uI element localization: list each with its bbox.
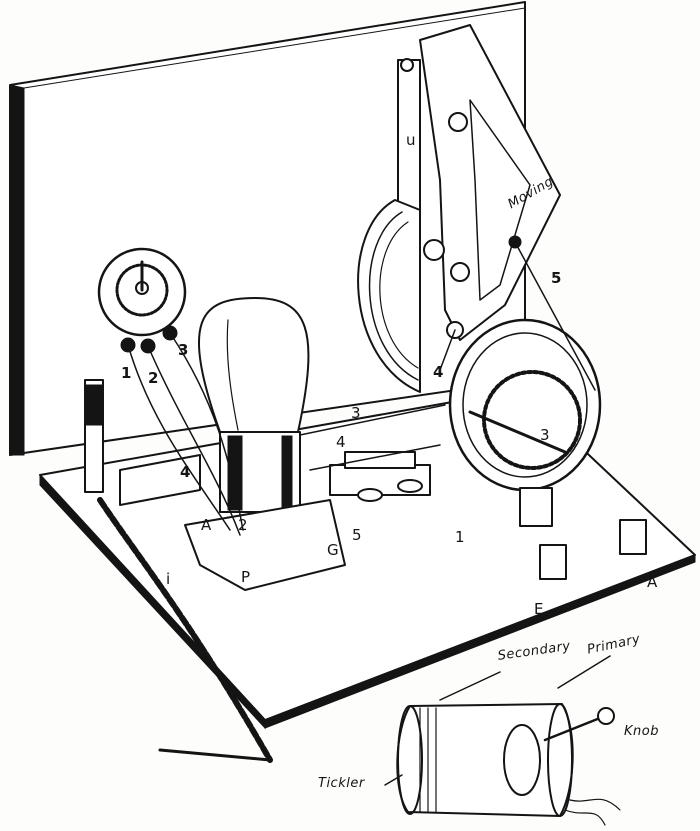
label-lead-4-mid: 4 [433, 363, 444, 381]
label-knob: Knob [624, 724, 659, 739]
label-socket-P: P [241, 568, 251, 586]
label-wire-3: 3 [351, 404, 361, 422]
label-socket-A: A [201, 516, 212, 534]
label-coil-3: 3 [540, 426, 550, 444]
label-lead-4-left: 4 [180, 463, 191, 481]
label-socket-5: 5 [352, 526, 362, 544]
label-condenser-u: u [406, 131, 416, 149]
label-terminal-2: 2 [148, 369, 159, 387]
label-base-1: 1 [455, 528, 465, 546]
vacuum-tube [184, 297, 346, 591]
label-terminal-A: A [647, 573, 658, 591]
label-terminal-3: 3 [178, 341, 189, 359]
binding-posts [84, 379, 647, 580]
inset-coupler [384, 655, 621, 826]
label-socket-G: G [327, 541, 339, 559]
label-socket-2: 2 [238, 516, 248, 534]
label-lead-5: 5 [551, 269, 562, 287]
label-terminal-E: E [534, 600, 544, 618]
grid-condenser [329, 451, 431, 502]
label-terminal-1: 1 [121, 364, 132, 382]
coupler-coil [448, 318, 602, 527]
label-wire-4: 4 [336, 433, 346, 451]
label-base-i: i [166, 570, 171, 588]
label-tickler: Tickler [318, 776, 365, 791]
rheostat [97, 247, 187, 354]
wiring [97, 241, 596, 763]
